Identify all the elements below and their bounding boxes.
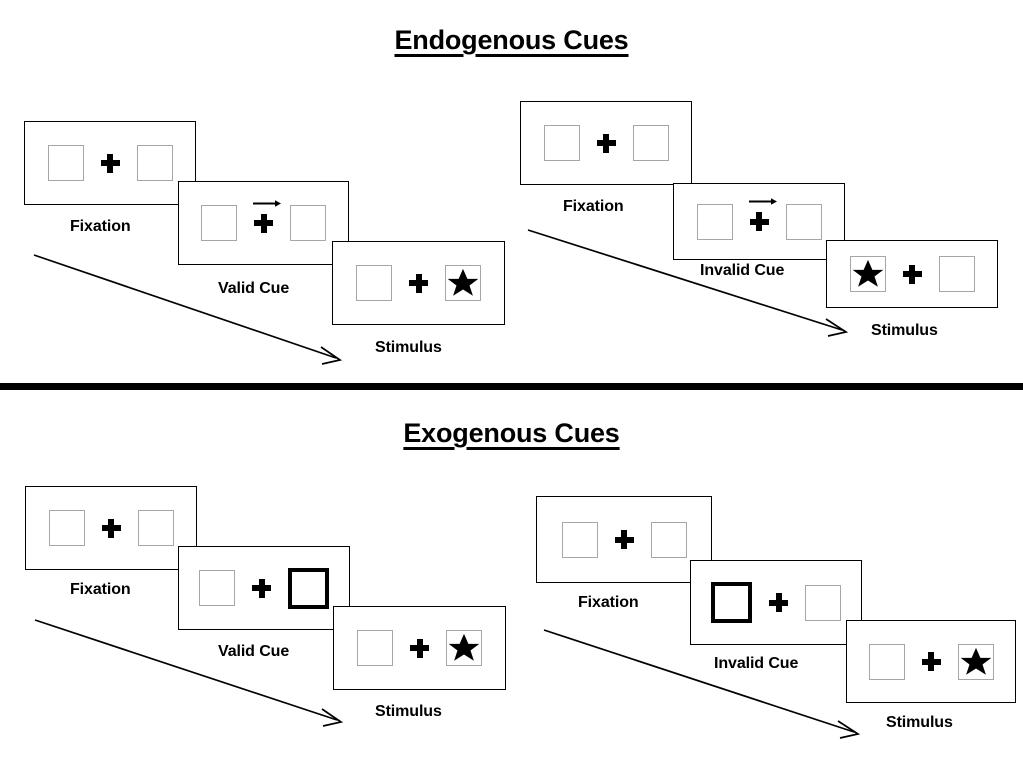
cue-center-stack <box>253 199 281 233</box>
stage-label-stimulus: Stimulus <box>871 322 938 339</box>
star-icon <box>852 259 883 287</box>
target-box-right <box>957 643 994 680</box>
plus-icon <box>100 153 120 173</box>
frame-exogenous-valid-stimulus <box>333 606 506 690</box>
placeholder-box-right <box>938 256 975 292</box>
placeholder-box-right <box>632 125 669 161</box>
placeholder-box-left <box>47 145 84 181</box>
placeholder-box-right <box>785 203 822 240</box>
placeholder-box-right <box>805 584 841 621</box>
stage-label-invalid-cue: Invalid Cue <box>714 655 799 672</box>
frame-endogenous-invalid-stimulus <box>826 240 998 308</box>
frame-exogenous-valid-cue <box>178 546 350 630</box>
placeholder-box-left <box>199 570 235 606</box>
placeholder-box-left <box>356 265 392 301</box>
stage-label-stimulus: Stimulus <box>375 703 442 720</box>
stage-label-valid-cue: Valid Cue <box>218 643 290 660</box>
frame-endogenous-valid-cue <box>178 181 349 265</box>
stage-label-valid-cue: Valid Cue <box>218 280 290 297</box>
cue-box-right-highlighted <box>288 567 329 609</box>
placeholder-box-right <box>137 510 174 546</box>
plus-icon <box>614 530 634 549</box>
plus-icon <box>749 212 769 231</box>
stage-label-stimulus: Stimulus <box>886 714 953 731</box>
stage-label-fixation: Fixation <box>578 594 639 611</box>
section-title-endogenous: Endogenous Cues <box>394 25 629 55</box>
stage-label-fixation: Fixation <box>563 198 624 215</box>
cue-box-left-highlighted <box>711 582 752 623</box>
star-icon <box>448 633 480 661</box>
section-title-exogenous: Exogenous Cues <box>403 418 620 448</box>
stage-label-stimulus: Stimulus <box>375 339 442 356</box>
placeholder-box-left <box>201 205 237 241</box>
plus-icon <box>252 578 271 598</box>
stage-label-invalid-cue: Invalid Cue <box>700 262 785 279</box>
placeholder-box-right <box>136 145 173 181</box>
plus-icon <box>410 638 429 658</box>
plus-icon <box>409 273 428 293</box>
frame-exogenous-invalid-cue <box>690 560 862 645</box>
frame-exogenous-invalid-fixation <box>536 496 712 583</box>
star-icon <box>447 268 479 296</box>
placeholder-box-left <box>357 630 393 666</box>
placeholder-box-left <box>696 203 733 240</box>
placeholder-box-left <box>48 510 85 546</box>
placeholder-box-left <box>561 521 598 558</box>
cue-center-stack <box>748 198 777 231</box>
target-box-right <box>446 630 482 666</box>
stage-label-fixation: Fixation <box>70 218 131 235</box>
plus-icon <box>254 213 273 233</box>
frame-endogenous-invalid-cue <box>673 183 845 260</box>
plus-icon <box>921 652 941 671</box>
frame-endogenous-invalid-fixation <box>520 101 692 185</box>
placeholder-box-left <box>868 643 905 680</box>
plus-icon <box>596 133 616 153</box>
placeholder-box-right <box>290 205 326 241</box>
frame-endogenous-valid-stimulus <box>332 241 505 325</box>
plus-icon <box>101 518 121 538</box>
plus-icon <box>902 264 922 284</box>
plus-icon <box>769 593 788 612</box>
target-box-right <box>445 265 481 301</box>
section-divider <box>0 383 1023 390</box>
arrow-right-icon <box>253 199 281 207</box>
star-icon <box>960 647 991 675</box>
frame-exogenous-valid-fixation <box>25 486 197 570</box>
target-box-left <box>849 256 886 292</box>
frame-exogenous-invalid-stimulus <box>846 620 1016 703</box>
placeholder-box-left <box>543 125 580 161</box>
stage-label-fixation: Fixation <box>70 581 131 598</box>
frame-endogenous-valid-fixation <box>24 121 196 205</box>
arrow-right-icon <box>748 198 777 205</box>
placeholder-box-right <box>650 521 687 558</box>
